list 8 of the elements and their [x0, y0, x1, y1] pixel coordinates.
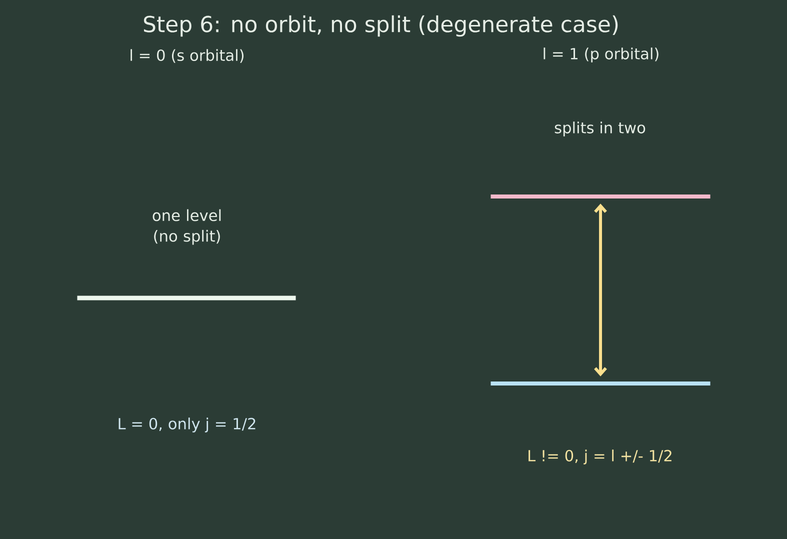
equation-label: L != 0, j = l +/- 1/2: [528, 450, 672, 464]
column-heading: l = 0 (s orbital): [130, 49, 244, 63]
equation-label: L = 0, only j = 1/2: [118, 418, 256, 432]
level-label: one level (no split): [152, 209, 221, 245]
diagram-title: Step 6: no orbit, no split (degenerate case): [144, 15, 618, 37]
double-arrow: [594, 204, 607, 376]
column-heading: l = 1 (p orbital): [544, 48, 658, 62]
annotation: splits in two: [554, 122, 646, 136]
